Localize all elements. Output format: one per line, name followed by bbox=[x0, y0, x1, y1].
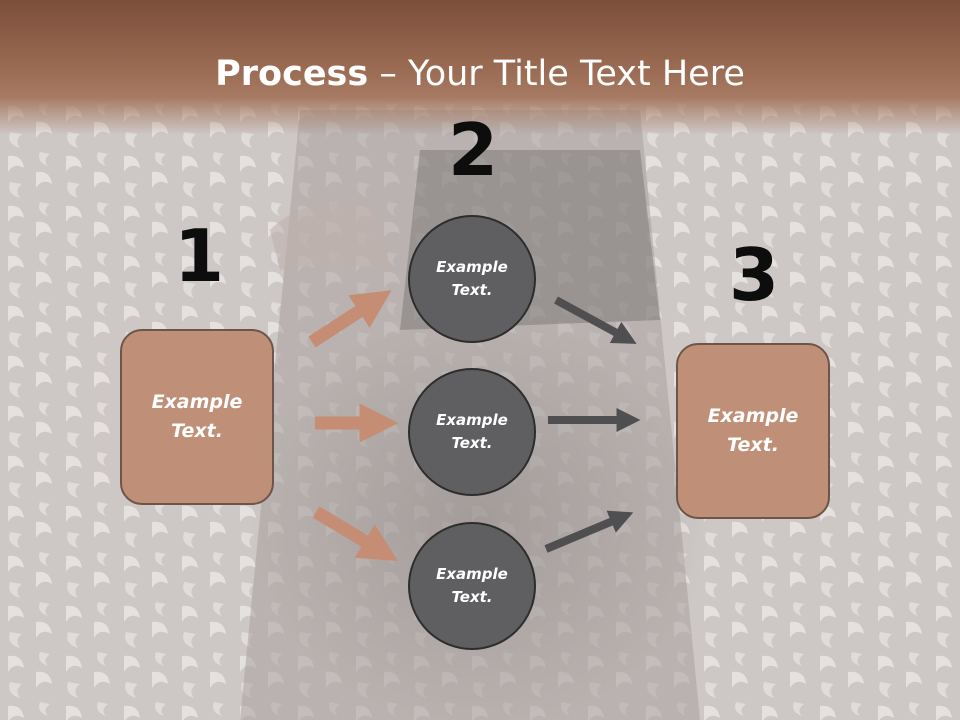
slide-title: Process – Your Title Text Here bbox=[0, 52, 960, 96]
title-bold: Process bbox=[215, 54, 369, 94]
step-circle-2: Example Text. bbox=[408, 368, 536, 496]
output-box: Example Text. bbox=[676, 343, 830, 519]
step-circle-1-text: Example Text. bbox=[436, 258, 508, 299]
step-circle-2-text: Example Text. bbox=[436, 411, 508, 452]
step-number-3: 3 bbox=[728, 233, 780, 317]
arrow-to-circle-1 bbox=[308, 290, 392, 348]
step-circle-3: Example Text. bbox=[408, 522, 536, 650]
title-rest: – Your Title Text Here bbox=[368, 54, 745, 94]
arrow-from-circle-3 bbox=[544, 510, 634, 553]
output-box-text: Example Text. bbox=[707, 405, 799, 456]
input-box: Example Text. bbox=[120, 329, 274, 505]
step-circle-1: Example Text. bbox=[408, 215, 536, 343]
step-circle-3-text: Example Text. bbox=[436, 565, 508, 606]
step-number-2: 2 bbox=[447, 108, 499, 192]
arrow-from-circle-1 bbox=[554, 296, 637, 344]
arrow-to-circle-3 bbox=[312, 506, 399, 561]
input-box-text: Example Text. bbox=[151, 391, 243, 442]
step-number-1: 1 bbox=[173, 214, 225, 298]
title-banner bbox=[0, 0, 960, 135]
